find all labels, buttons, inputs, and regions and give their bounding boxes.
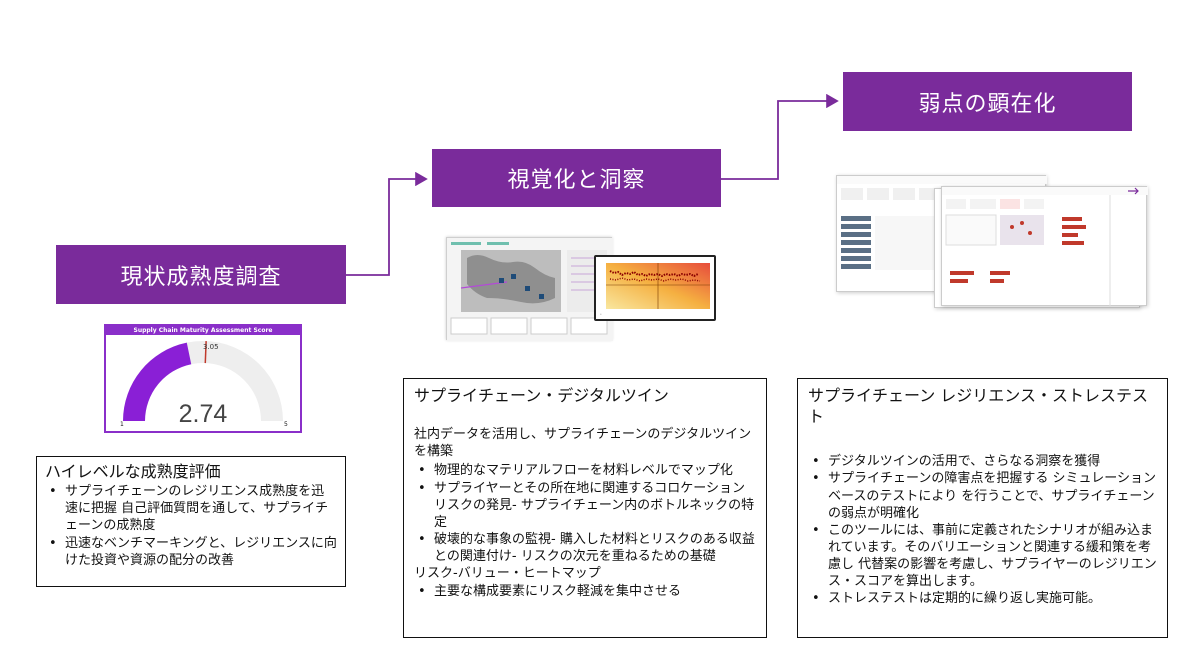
list-item: ストレステストは定期的に繰り返し実施可能。 (808, 590, 1157, 607)
list-item: 迅速なベンチマーキングと、レジリエンスに向けた投資や資源の配分の改善 (45, 535, 337, 569)
svg-text:•: • (600, 312, 602, 316)
bullet-list: 物理的なマテリアルフローを材料レベルでマップ化 サプライヤーとその所在地に関連す… (414, 462, 756, 565)
arrow-connector-icon (721, 93, 839, 180)
stage-current-maturity: 現状成熟度調査 (56, 245, 346, 304)
list-item: 破壊的な事象の監視- 購入した材料とリスクのある収益との関連付け- リスクの次元… (414, 531, 756, 565)
gauge-title: Supply Chain Maturity Assessment Score (106, 326, 300, 335)
gauge-target-label: 3.05 (203, 343, 219, 351)
box-title: ハイレベルな成熟度評価 (45, 462, 221, 481)
stage-label: 現状成熟度調査 (120, 264, 282, 290)
arrow-connector-icon (346, 171, 428, 276)
heatmap-thumbnail: • (594, 255, 716, 321)
maturity-gauge-card: Supply Chain Maturity Assessment Score 3… (104, 324, 302, 433)
maturity-description-box: ハイレベルな成熟度評価 サプライチェーンのレジリエンス成熟度を迅速に把握 自己評… (36, 456, 346, 587)
list-item: 物理的なマテリアルフローを材料レベルでマップ化 (414, 462, 756, 479)
list-item: サプライチェーンのレジリエンス成熟度を迅速に把握 自己評価質問を通して、サプライ… (45, 483, 337, 534)
stage-label: 視覚化と洞察 (507, 168, 646, 193)
bullet-list: サプライチェーンのレジリエンス成熟度を迅速に把握 自己評価質問を通して、サプライ… (45, 483, 337, 569)
box-title: サプライチェーン・デジタルツイン (414, 386, 669, 405)
list-item: デジタルツインの活用で、さらなる洞察を獲得 (808, 453, 1157, 470)
dashboard-thumbnail (941, 186, 1148, 307)
bullet-list: 主要な構成要素にリスク軽減を集中させる (414, 583, 756, 600)
gauge-fill (123, 342, 192, 421)
stage-weakness: 弱点の顕在化 (843, 72, 1132, 131)
gauge-target-marker (204, 341, 207, 364)
stress-test-description-box: サプライチェーン レジリエンス・ストレステスト デジタルツインの活用で、さらなる… (797, 378, 1168, 638)
box-title: サプライチェーン レジリエンス・ストレステスト (808, 386, 1148, 427)
gauge-chart (123, 341, 283, 421)
gauge-max: 5 (284, 421, 288, 428)
stage-label: 弱点の顕在化 (918, 91, 1057, 117)
box-intro: 社内データを活用し、サプライチェーンのデジタルツインを構築 (414, 427, 752, 460)
list-item: 主要な構成要素にリスク軽減を集中させる (414, 583, 756, 600)
list-item: サプライチェーンの障害点を把握する シミュレーションベースのテストにより を行う… (808, 470, 1157, 521)
digital-twin-description-box: サプライチェーン・デジタルツイン 社内データを活用し、サプライチェーンのデジタル… (403, 378, 767, 638)
world-map-thumbnail (446, 237, 613, 341)
gauge-min: 1 (120, 421, 124, 428)
list-item: サプライヤーとその所在地に関連するコロケーションリスクの発見- サプライチェーン… (414, 480, 756, 531)
bullet-list: デジタルツインの活用で、さらなる洞察を獲得 サプライチェーンの障害点を把握する … (808, 453, 1157, 608)
gauge-value: 2.74 (178, 400, 228, 428)
list-item: このツールには、事前に定義されたシナリオが組み込まれています。そのバリエーション… (808, 522, 1157, 591)
stage-visualization: 視覚化と洞察 (432, 149, 721, 207)
box-subhead: リスク-バリュー・ヒートマップ (414, 566, 601, 582)
